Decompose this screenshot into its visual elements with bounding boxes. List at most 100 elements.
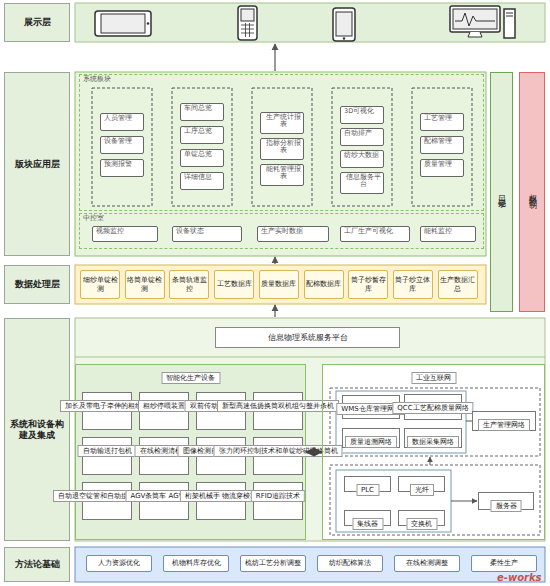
module-box: 设备管理 (100, 136, 144, 154)
network-box: WMS仓库管理网络 (342, 395, 400, 419)
module-box: 能耗管理报表 (260, 164, 304, 186)
module-group: 中控室视频监控设备状态生产实时数据工厂生产可视化能耗监控 (79, 213, 484, 249)
method-band (75, 547, 545, 582)
box-label: 详细信息 (184, 174, 212, 181)
box-label: 设备状态 (176, 228, 204, 235)
network-panel-fill (322, 364, 545, 540)
equipment-box: RFID追踪技术 (253, 482, 303, 520)
data-box: 质量数据库 (259, 270, 299, 299)
box-label: 生产数据汇总 (439, 276, 477, 292)
box-label: 生产实时数据 (261, 228, 303, 235)
box-label: 梳纺工艺分析调整 (245, 559, 301, 567)
network-box: 生产管理网络 (472, 411, 536, 431)
data-box: 工艺数据库 (214, 270, 254, 299)
layer-label: 数据处理层 (4, 265, 70, 304)
box-label: 自动输送打包机 (78, 445, 137, 457)
box-label: 工厂生产可视化 (344, 228, 393, 235)
box-label: 纺纱大数据 (344, 152, 379, 159)
module-group: 系统板块人员管理设备管理预测报警车间总览工序总览单锭总览详细信息生产统计报表指标… (79, 74, 484, 211)
method-box: 梳纺工艺分析调整 (240, 555, 306, 572)
watermark: e-works (497, 572, 542, 583)
module-box: 单锭总览 (180, 149, 224, 167)
layer-label: 系统和设备构建及集成 (4, 318, 70, 541)
layer-label: 版块应用层 (4, 72, 70, 256)
box-label: 机物料库存优化 (172, 559, 221, 567)
method-box: 人力资源优化 (86, 555, 152, 572)
box-label: 预测报警 (104, 161, 132, 168)
network-panel: 工业互联网WMS仓库管理网络QCC工艺配棉质量网络生产管理网络质量追溯网络数据采… (322, 364, 545, 540)
box-label: 交换机 (406, 518, 437, 530)
box-label: PLC (356, 484, 379, 496)
box-label: 信息服务平台 (344, 174, 383, 189)
box-label: 光纤 (410, 484, 434, 496)
data-box: 筒子纱暂存库 (348, 270, 388, 299)
box-label: 在线检测调整 (406, 559, 448, 567)
box-label: 柔性生产 (490, 559, 518, 567)
module-box: 车间总览 (180, 103, 224, 121)
box-label: 服务器 (491, 500, 522, 512)
box-label: 络筒单锭检测 (126, 276, 164, 292)
box-label: 纺织配棉算法 (329, 559, 371, 567)
side-band: 权限控制 (519, 72, 545, 312)
module-box: 视频监控 (92, 226, 158, 242)
module-box: 质量管理 (420, 159, 464, 177)
link-arrow (451, 501, 477, 502)
box-label: 集线器 (352, 518, 383, 530)
box-label: 质量管理 (424, 161, 452, 168)
module-box: 3D可视化 (340, 106, 384, 124)
module-group-outlines (92, 88, 472, 206)
equipment-panel: 智能化生产设备加长及带电子牵伸的粗纱机粗纱停喂装置双前传动节能细纱机新型高速低扬… (75, 364, 306, 540)
network-box: 服务器 (478, 492, 534, 510)
module-box: 工艺管理 (420, 113, 464, 131)
box-label: 设备管理 (104, 138, 132, 145)
connector-arrow (306, 451, 322, 453)
box-label: 质量追溯网络 (345, 436, 397, 448)
box-label: 权限控制 (527, 188, 536, 196)
side-band: 日志记录 (490, 72, 513, 312)
box-label: 条筒轨道监控 (170, 276, 208, 292)
group-heading: 工业互联网 (411, 372, 456, 384)
module-box: 配棉管理 (420, 136, 464, 154)
data-box: 筒子纱立体库 (393, 270, 433, 299)
box-label: 生产管理网络 (478, 419, 530, 431)
box-label: 版块应用层 (15, 159, 60, 169)
module-box: 工厂生产可视化 (340, 226, 410, 242)
method-box: 纺织配棉算法 (317, 555, 383, 572)
box-label: 工艺管理 (424, 115, 452, 122)
box-label: 桁架机械手 物流穿梭车 (180, 490, 262, 502)
box-label: 单锭总览 (184, 151, 212, 158)
equipment-box: 加长及带电子牵伸的粗纱机 (82, 392, 132, 430)
method-box: 在线检测调整 (394, 555, 460, 572)
equipment-box: 桁架机械手 物流穿梭车 (196, 482, 246, 520)
box-label: 视频监控 (96, 228, 124, 235)
equipment-box: 自动输送打包机 (82, 437, 132, 475)
box-label: 自动排产 (344, 130, 372, 137)
module-box: 指标分析报表 (260, 138, 304, 160)
box-label: QCC工艺配棉质量网络 (392, 402, 473, 414)
box-label: 3D可视化 (344, 108, 374, 115)
application-band (75, 72, 486, 256)
data-box: 络筒单锭检测 (125, 270, 165, 299)
system-band (75, 318, 545, 541)
phone-icon (238, 6, 257, 40)
data-band (75, 265, 486, 304)
tablet-icon (95, 11, 151, 36)
network-group-outlines (330, 388, 540, 535)
box-label: 粗纱停喂装置 (138, 400, 190, 412)
module-box: 纺纱大数据 (340, 150, 384, 168)
data-box: 条筒轨道监控 (169, 270, 209, 299)
box-label: 配棉管理 (424, 138, 452, 145)
box-label: 人力资源优化 (98, 559, 140, 567)
monitor-icon (450, 6, 515, 38)
equipment-box: 新型高速低扬换筒双机组匀整并条机 (253, 392, 303, 430)
box-label: 信息物理系统服务平台 (268, 333, 348, 342)
module-box: 预测报警 (100, 159, 144, 177)
equipment-box: 张力闭环控制技术和单锭纱磁吸络筒机 (253, 437, 303, 475)
data-box: 细纱单锭检测 (80, 270, 120, 299)
module-box: 详细信息 (180, 172, 224, 190)
method-box: 机物料库存优化 (163, 555, 229, 572)
equipment-box: 粗纱停喂装置 (139, 392, 189, 430)
box-label: 数据处理层 (15, 279, 60, 289)
module-box: 生产实时数据 (257, 226, 329, 242)
module-box: 设备状态 (172, 226, 242, 242)
